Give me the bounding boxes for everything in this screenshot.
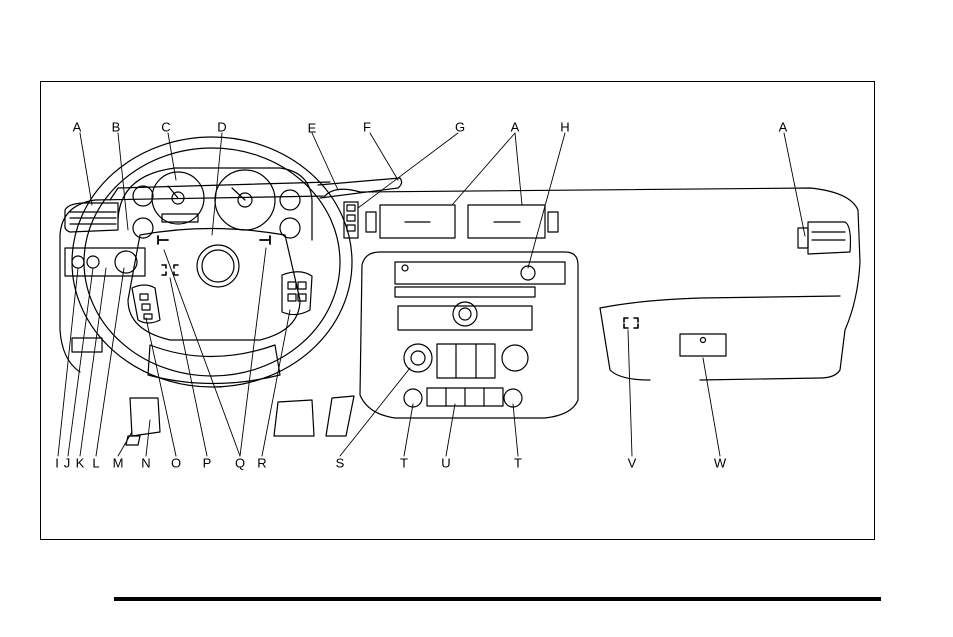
callout-d: D bbox=[217, 121, 226, 134]
callout-t: T bbox=[400, 457, 408, 470]
headlamp-switch-panel bbox=[65, 248, 145, 352]
callout-w: W bbox=[714, 457, 726, 470]
callout-l: L bbox=[92, 457, 99, 470]
callout-k: K bbox=[76, 457, 85, 470]
glove-box-latch bbox=[680, 334, 726, 356]
center-stack bbox=[360, 252, 578, 418]
callout-c: C bbox=[161, 121, 170, 134]
airbag-status-indicator bbox=[624, 318, 638, 328]
callout-p: P bbox=[203, 457, 212, 470]
callout-leader-lines bbox=[58, 133, 805, 456]
callout-o: O bbox=[171, 457, 181, 470]
center-air-vents bbox=[366, 205, 558, 238]
callout-b: B bbox=[112, 121, 121, 134]
callout-u: U bbox=[441, 457, 450, 470]
callout-t: T bbox=[514, 457, 522, 470]
left-air-vent bbox=[65, 203, 118, 232]
callout-e: E bbox=[308, 122, 317, 135]
callout-h: H bbox=[560, 121, 569, 134]
right-steering-controls bbox=[282, 272, 312, 315]
callout-s: S bbox=[336, 457, 345, 470]
callout-q: Q bbox=[235, 457, 245, 470]
footer-rule bbox=[114, 597, 881, 601]
callout-m: M bbox=[113, 457, 124, 470]
callout-a: A bbox=[511, 121, 520, 134]
callout-i: I bbox=[55, 457, 59, 470]
callout-r: R bbox=[257, 457, 266, 470]
callout-v: V bbox=[628, 457, 637, 470]
callout-n: N bbox=[141, 457, 150, 470]
callout-j: J bbox=[64, 457, 71, 470]
center-switch-column bbox=[344, 202, 358, 238]
dashboard-outline bbox=[60, 182, 860, 380]
callout-a: A bbox=[779, 121, 788, 134]
right-air-vent bbox=[798, 222, 850, 254]
callout-g: G bbox=[455, 121, 465, 134]
callout-f: F bbox=[363, 121, 371, 134]
steering-wheel bbox=[72, 137, 352, 387]
callout-a: A bbox=[73, 121, 82, 134]
left-steering-controls bbox=[132, 285, 160, 323]
pedals bbox=[126, 396, 354, 445]
